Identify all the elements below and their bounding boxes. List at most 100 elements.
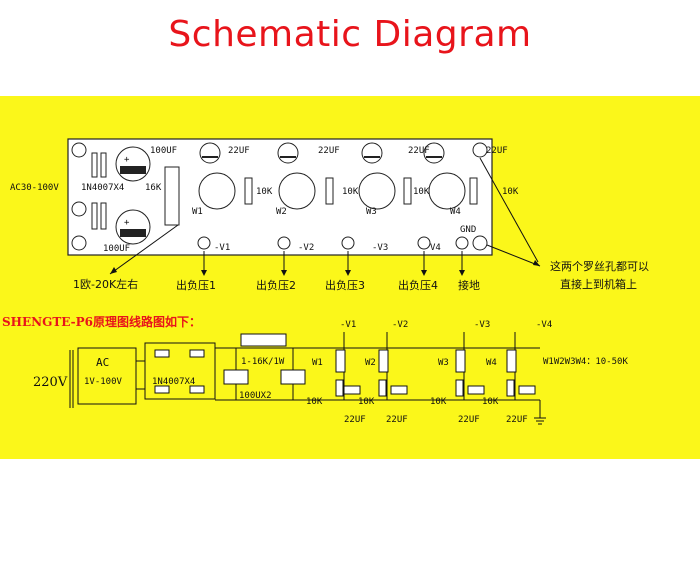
cap-label: 100UX2 (239, 391, 272, 401)
potentiometer-icon (506, 349, 517, 373)
c2-label: 22UF (386, 415, 408, 425)
ac-label: AC (96, 356, 109, 369)
screw-note-line1: 这两个罗丝孔都可以 (550, 259, 649, 273)
capacitor-22uf-icon (277, 142, 299, 164)
w4-label: W4 (486, 358, 497, 368)
k3-label: 10K (430, 397, 447, 407)
diode-label: 1N4007X4 (152, 377, 195, 387)
res-10k-label: 10K (413, 187, 430, 197)
resistor-10k-icon (403, 177, 412, 205)
capacitor-icon (518, 385, 536, 395)
w2-label: W2 (365, 358, 376, 368)
diode-icon (189, 385, 205, 394)
k4-label: 10K (482, 397, 499, 407)
out-v4-label: V4 (430, 243, 441, 253)
cap-22uf-label: 22UF (486, 146, 508, 156)
res-10k-label: 10K (502, 187, 519, 197)
potentiometer-w4-icon (428, 172, 466, 210)
gnd-pad-icon (455, 236, 469, 250)
v3-label: -V3 (474, 320, 490, 330)
potentiometer-icon (335, 349, 346, 373)
cap-label-top: 100UF (150, 146, 177, 156)
potentiometer-w1-icon (198, 172, 236, 210)
filter-capacitor-icon (115, 146, 151, 182)
neg1-callout: 出负压1 (176, 278, 216, 292)
callout-arrows (109, 157, 541, 275)
capacitor-22uf-icon (361, 142, 383, 164)
resistor-10k-icon (325, 177, 334, 205)
v2-label: -V2 (392, 320, 408, 330)
mount-hole-icon (71, 142, 87, 158)
cap-label-bottom: 100UF (103, 244, 130, 254)
resistor-icon (455, 379, 464, 397)
potentiometer-w3-icon (358, 172, 396, 210)
diode-icon (100, 202, 107, 230)
pcb-board: + + 100UF 100UF 1N4007X4 16K 2 (67, 138, 519, 256)
input-label: AC30-100V (10, 183, 59, 193)
output-pad-v4-icon (417, 236, 431, 250)
output-pad-v2-icon (277, 236, 291, 250)
gnd-label: GND (460, 225, 476, 235)
output-pad-v3-icon (341, 236, 355, 250)
range-callout: 1欧-20K左右 (73, 277, 138, 291)
pot-w1-label: W1 (192, 207, 203, 217)
capacitor-icon (343, 385, 361, 395)
mount-hole-icon (472, 235, 488, 251)
neg2-callout: 出负压2 (256, 278, 296, 292)
ac-range-label: 1V-100V (84, 377, 123, 387)
k2-label: 10K (358, 397, 375, 407)
schematic-wires (69, 332, 546, 425)
capacitor-icon (223, 369, 249, 385)
pot-range-label: W1W2W3W4：10-50K (543, 357, 628, 367)
w1-label: W1 (312, 358, 323, 368)
svg-text:+: + (124, 155, 130, 165)
resistor-10k-icon (244, 177, 253, 205)
diode-icon (91, 152, 98, 178)
pot-w2-label: W2 (276, 207, 287, 217)
diode-icon (154, 385, 170, 394)
k1-label: 10K (306, 397, 323, 407)
diode-icon (154, 349, 170, 358)
neg3-callout: 出负压3 (325, 278, 365, 292)
page-title: Schematic Diagram (168, 14, 532, 55)
res-16k-label: 16K (145, 183, 162, 193)
capacitor-22uf-icon (199, 142, 221, 164)
schematic-heading: SHENGTE-P6原理图线路图如下： (2, 314, 201, 329)
neg4-callout: 出负压4 (398, 278, 438, 292)
schematic-parts (154, 333, 536, 397)
cap-22uf-label: 22UF (318, 146, 340, 156)
resistor-icon (240, 333, 287, 347)
w3-label: W3 (438, 358, 449, 368)
c4-label: 22UF (506, 415, 528, 425)
cap-22uf-label: 22UF (408, 146, 430, 156)
c1-label: 22UF (344, 415, 366, 425)
svg-text:+: + (124, 218, 130, 228)
capacitor-icon (280, 369, 306, 385)
res-10k-label: 10K (342, 187, 359, 197)
resistor-10k-icon (469, 177, 478, 205)
diode-icon (91, 202, 98, 230)
arrowheads (110, 260, 540, 276)
c3-label: 22UF (458, 415, 480, 425)
pot-w4-label: W4 (450, 207, 461, 217)
filter-capacitor-icon (115, 209, 151, 245)
diode-icon (100, 152, 107, 178)
v4-label: -V4 (536, 320, 552, 330)
v1-label: -V1 (340, 320, 356, 330)
resistor-16k-icon (164, 166, 180, 226)
ground-callout: 接地 (458, 279, 480, 292)
diode-label: 1N4007X4 (81, 183, 124, 193)
res-label: 1-16K/1W (241, 357, 285, 367)
out-v3-label: -V3 (372, 243, 388, 253)
res-10k-label: 10K (256, 187, 273, 197)
capacitor-icon (467, 385, 485, 395)
out-v2-label: -V2 (298, 243, 314, 253)
pot-w3-label: W3 (366, 207, 377, 217)
resistor-icon (335, 379, 344, 397)
out-v1-label: -V1 (214, 243, 230, 253)
potentiometer-w2-icon (278, 172, 316, 210)
mains-label: 220V (33, 375, 68, 390)
cap-22uf-label: 22UF (228, 146, 250, 156)
diode-icon (189, 349, 205, 358)
